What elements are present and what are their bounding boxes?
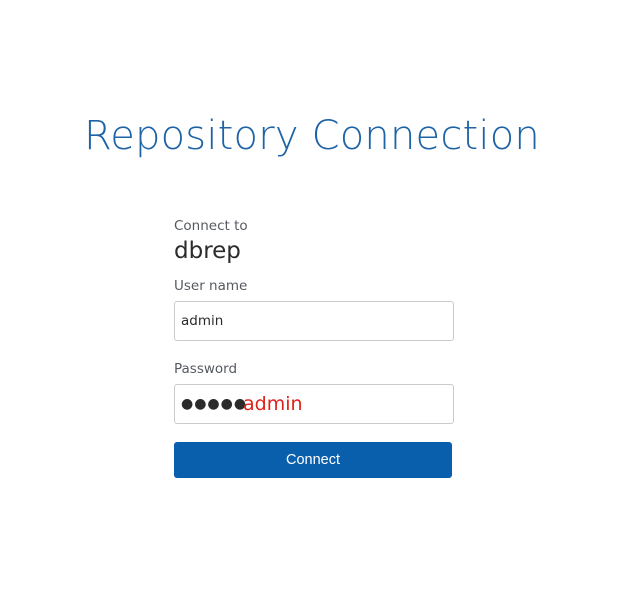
connect-to-value: dbrep (174, 238, 241, 264)
connect-to-label: Connect to (174, 218, 248, 234)
username-field[interactable] (174, 301, 454, 341)
connection-form: Connect to dbrep User name Password ●●●●… (174, 218, 454, 478)
password-annotation: admin (243, 393, 303, 415)
username-label: User name (174, 278, 248, 294)
page-title: Repository Connection (84, 113, 540, 159)
password-label: Password (174, 361, 238, 377)
connect-button[interactable]: Connect (174, 442, 452, 478)
username-input[interactable] (181, 313, 447, 329)
password-masked-value[interactable]: ●●●●● (181, 396, 248, 412)
password-field[interactable]: ●●●●● admin (174, 384, 454, 424)
